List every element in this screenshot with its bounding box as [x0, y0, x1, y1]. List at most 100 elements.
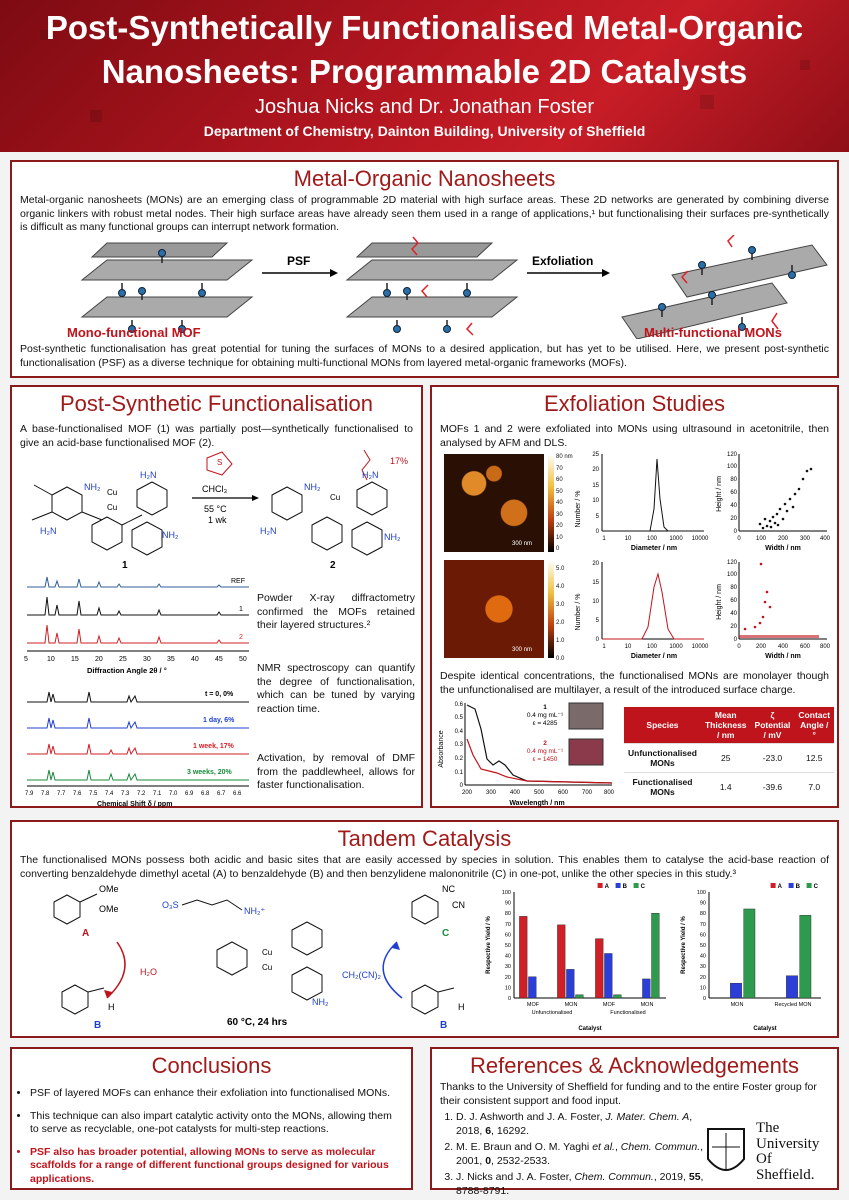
- svg-text:20: 20: [592, 561, 599, 567]
- text-nmr: NMR spectroscopy can quantify the degree…: [257, 662, 415, 715]
- y-tick-label: 100: [502, 890, 511, 896]
- poster-title: Post-Synthetically Functionalised Metal-…: [0, 6, 849, 94]
- legend-label-A: A: [778, 884, 783, 890]
- svg-text:20: 20: [730, 624, 737, 630]
- svg-text:600: 600: [558, 790, 569, 796]
- svg-text:200: 200: [462, 790, 473, 796]
- svg-text:300: 300: [800, 536, 811, 542]
- svg-text:7.9: 7.9: [25, 791, 34, 797]
- mof-stack-left: [80, 242, 254, 333]
- svg-text:50: 50: [239, 656, 247, 663]
- svg-text:2: 2: [543, 740, 547, 747]
- y-tick-label: 40: [505, 954, 511, 960]
- svg-text:500: 500: [534, 790, 545, 796]
- svg-text:1000: 1000: [669, 536, 683, 542]
- reagent-water: H₂O: [140, 967, 157, 977]
- svg-text:H: H: [458, 1002, 465, 1012]
- xrd-label-2: 2: [239, 634, 243, 641]
- y-axis-label: Respective Yield / %: [486, 915, 492, 973]
- svg-text:H₂N: H₂N: [362, 470, 379, 480]
- bar-B-0: [528, 976, 537, 999]
- svg-text:800: 800: [820, 644, 831, 650]
- svg-text:25: 25: [119, 656, 127, 663]
- svg-text:10: 10: [592, 498, 599, 504]
- afm-colorbar-bottom: [548, 560, 554, 658]
- y-tick-label: 60: [700, 932, 706, 938]
- x-tick-label: Recycled MON: [775, 1002, 812, 1008]
- legend-swatch-C: [633, 883, 639, 888]
- authors: Joshua Nicks and Dr. Jonathan Foster: [254, 96, 595, 118]
- exfol-panel: Exfoliation Studies MOFs 1 and 2 were ex…: [430, 385, 839, 808]
- xrd-label-ref: REF: [231, 578, 245, 585]
- psf-panel: Post-Synthetic Functionalisation A base-…: [10, 385, 423, 808]
- y-tick-label: 50: [700, 943, 706, 949]
- svg-text:H₂N: H₂N: [260, 526, 277, 536]
- y-tick-label: 80: [700, 911, 706, 917]
- mons-title: Metal-Organic Nanosheets: [293, 166, 556, 191]
- svg-text:80: 80: [730, 477, 737, 483]
- svg-text:15: 15: [71, 656, 79, 663]
- acknowledgements: Thanks to the University of Sheffield fo…: [440, 1081, 817, 1107]
- compound-2-label: 2: [330, 560, 336, 571]
- x-tick-label: MOF: [603, 1002, 616, 1008]
- y-tick-label: 30: [700, 964, 706, 970]
- svg-text:5: 5: [596, 514, 600, 520]
- svg-text:60: 60: [730, 598, 737, 604]
- svg-text:0.5: 0.5: [455, 715, 464, 721]
- y-tick-label: 80: [505, 911, 511, 917]
- svg-text:40: 40: [191, 656, 199, 663]
- svg-text:1000: 1000: [669, 644, 683, 650]
- svg-text:100: 100: [647, 644, 658, 650]
- legend-swatch-C: [806, 883, 812, 888]
- svg-text:Width / nm: Width / nm: [765, 653, 801, 660]
- svg-text:200: 200: [756, 644, 767, 650]
- svg-text:1: 1: [602, 644, 606, 650]
- svg-text:0: 0: [460, 783, 464, 789]
- svg-text:7.2: 7.2: [137, 791, 146, 797]
- label-A: A: [82, 928, 89, 939]
- y-tick-label: 20: [505, 975, 511, 981]
- scalebar-top: 300 nm: [512, 541, 533, 547]
- svg-text:0.4 mg mL⁻¹: 0.4 mg mL⁻¹: [527, 712, 564, 719]
- svg-text:NH₂: NH₂: [84, 482, 101, 492]
- reference-list: D. J. Ashworth and J. A. Foster, J. Mate…: [440, 1111, 711, 1198]
- svg-text:0: 0: [596, 529, 600, 535]
- list-item: This technique can also impart catalytic…: [30, 1110, 403, 1137]
- psf-title: Post-Synthetic Functionalisation: [59, 391, 374, 416]
- y-tick-label: 10: [505, 985, 511, 991]
- svg-text:O₃S: O₃S: [162, 900, 179, 910]
- y-tick-label: 100: [697, 890, 706, 896]
- svg-text:Absorbance: Absorbance: [438, 730, 445, 767]
- bar-C-1: [575, 994, 584, 999]
- svg-text:35: 35: [167, 656, 175, 663]
- bar-A-0: [519, 916, 528, 999]
- svg-text:NH₂⁺: NH₂⁺: [244, 906, 265, 916]
- conclusions-panel: Conclusions PSF of layered MOFs can enha…: [10, 1047, 413, 1190]
- text-xrd: Powder X-ray diffractometry confirmed th…: [257, 592, 415, 631]
- svg-text:Number / %: Number / %: [575, 491, 582, 528]
- svg-text:NC: NC: [442, 884, 455, 894]
- svg-text:20: 20: [95, 656, 103, 663]
- svg-text:6.9: 6.9: [185, 791, 194, 797]
- svg-text:CN: CN: [452, 900, 465, 910]
- psf-intro: A base-functionalised MOF (1) was partia…: [20, 423, 413, 449]
- svg-text:700: 700: [582, 790, 593, 796]
- group-label: Unfunctionalised: [532, 1010, 573, 1016]
- legend-swatch-A: [770, 883, 776, 888]
- references-panel: References & Acknowledgements Thanks to …: [430, 1047, 839, 1197]
- svg-text:0.4: 0.4: [455, 729, 464, 735]
- svg-text:15: 15: [592, 483, 599, 489]
- bar-B-1: [786, 975, 798, 999]
- svg-text:45: 45: [215, 656, 223, 663]
- legend-label-C: C: [641, 884, 646, 890]
- conditions-temp: 55 °C: [204, 504, 227, 514]
- svg-text:100: 100: [727, 464, 738, 470]
- svg-text:0: 0: [737, 536, 741, 542]
- bar-C-0: [743, 908, 756, 999]
